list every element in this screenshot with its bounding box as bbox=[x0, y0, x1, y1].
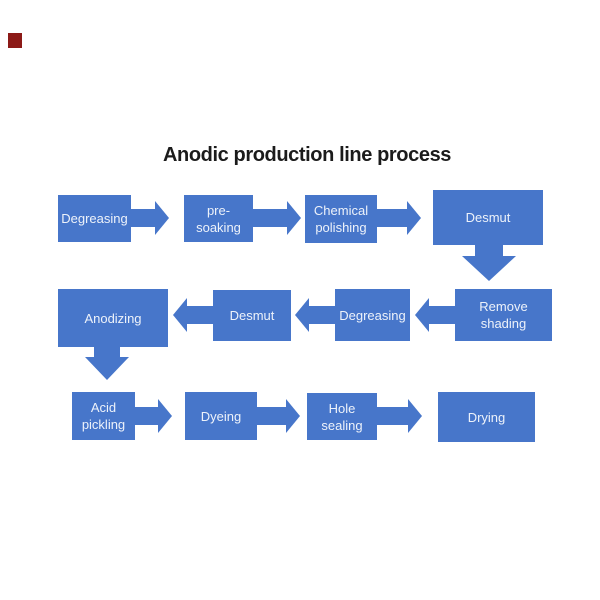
node-label: Anodizing bbox=[84, 310, 142, 326]
arrow-chemical-to-desmut1 bbox=[377, 201, 421, 235]
arrow-anodizing-to-acidpickling bbox=[85, 347, 129, 380]
node-drying: Drying bbox=[438, 392, 535, 442]
arrow-head-right-icon bbox=[408, 399, 422, 433]
arrow-shaft bbox=[135, 407, 158, 425]
node-degreasing-2: Degreasing bbox=[335, 289, 410, 341]
arrow-head-right-icon bbox=[155, 201, 169, 235]
node-label: Hole bbox=[328, 400, 356, 416]
arrow-acidpickling-to-dyeing bbox=[135, 399, 172, 433]
arrow-head-left-icon bbox=[173, 298, 187, 332]
arrow-desmut2-to-anodizing bbox=[173, 298, 213, 332]
arrow-desmut1-to-removeshading bbox=[462, 245, 516, 281]
arrow-dyeing-to-holesealing bbox=[257, 399, 300, 433]
node-label: sealing bbox=[321, 417, 363, 433]
node-remove-shading: Remove shading bbox=[455, 289, 552, 341]
arrow-head-right-icon bbox=[407, 201, 421, 235]
node-label: Remove bbox=[479, 299, 528, 314]
arrow-head-left-icon bbox=[415, 298, 429, 332]
node-dyeing: Dyeing bbox=[185, 392, 257, 440]
arrow-degreasing2-to-desmut2 bbox=[295, 298, 335, 332]
arrow-shaft bbox=[187, 306, 213, 324]
node-degreasing-1: Degreasing bbox=[58, 195, 131, 242]
node-label: Degreasing bbox=[61, 211, 128, 226]
arrow-degreasing1-to-presoaking bbox=[131, 201, 169, 235]
arrow-head-right-icon bbox=[158, 399, 172, 433]
node-label: Dyeing bbox=[200, 408, 242, 424]
node-label: shading bbox=[480, 316, 527, 331]
arrow-head-down-icon bbox=[85, 357, 129, 380]
arrow-holesealing-to-drying bbox=[377, 399, 422, 433]
arrow-presoaking-to-chemical bbox=[253, 201, 301, 235]
node-pre-soaking: pre- soaking bbox=[184, 195, 253, 242]
arrow-head-left-icon bbox=[295, 298, 309, 332]
node-chemical-polishing: Chemical polishing bbox=[305, 195, 377, 243]
node-label: Desmut bbox=[465, 210, 511, 225]
arrow-shaft bbox=[309, 306, 335, 324]
node-label: Chemical bbox=[313, 203, 369, 218]
node-label: Acid bbox=[90, 400, 117, 415]
node-label: Desmut bbox=[229, 308, 275, 323]
node-label: polishing bbox=[315, 220, 367, 235]
arrow-shaft bbox=[475, 245, 503, 256]
node-acid-pickling: Acid pickling bbox=[72, 392, 135, 440]
arrow-shaft bbox=[257, 407, 286, 425]
node-anodizing: Anodizing bbox=[58, 289, 168, 347]
arrow-head-right-icon bbox=[286, 399, 300, 433]
arrow-removeshading-to-degreasing2 bbox=[415, 298, 455, 332]
node-label: Drying bbox=[467, 409, 506, 425]
arrow-head-right-icon bbox=[287, 201, 301, 235]
arrow-shaft bbox=[377, 209, 407, 227]
node-label: pickling bbox=[81, 417, 126, 432]
corner-red-marker bbox=[8, 33, 22, 48]
arrow-head-down-icon bbox=[462, 256, 516, 281]
node-desmut-1: Desmut bbox=[433, 190, 543, 245]
node-label: pre- bbox=[206, 202, 231, 218]
node-label: soaking bbox=[196, 219, 241, 235]
node-label: Degreasing bbox=[339, 307, 406, 323]
arrow-shaft bbox=[94, 347, 120, 357]
diagram-title: Anodic production line process bbox=[162, 144, 452, 166]
arrow-shaft bbox=[253, 209, 287, 227]
arrow-shaft bbox=[377, 407, 408, 425]
arrow-shaft bbox=[131, 209, 155, 227]
node-desmut-2: Desmut bbox=[213, 290, 291, 341]
arrow-shaft bbox=[429, 306, 455, 324]
node-hole-sealing: Hole sealing bbox=[307, 393, 377, 440]
